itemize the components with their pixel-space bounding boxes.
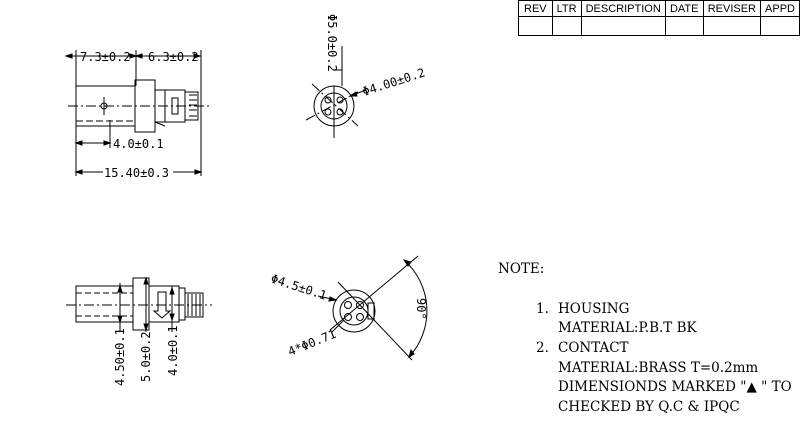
notes-block: NOTE: 1. HOUSING MATERIAL:P.B.T BK 2. CO… — [498, 261, 792, 415]
dim-total-length: 15.40±0.3 — [104, 166, 169, 180]
dim-top-right: 6.3±0.2 — [148, 50, 199, 64]
dim-rear-angle: 90° — [414, 298, 428, 320]
revision-table: REV LTR DESCRIPTION DATE REVISER APPD — [518, 0, 800, 36]
note-2-line: CHECKED BY Q.C & IPQC — [558, 399, 740, 415]
dim-bottom-h1: 4.50±0.1 — [113, 328, 127, 386]
top-front-view: Φ5.0±0.2 Φ4.00±0.2 — [305, 14, 427, 138]
rev-cell — [702, 16, 762, 36]
revision-row — [518, 16, 800, 36]
rev-header-appd: APPD — [760, 0, 800, 17]
dim-inner-length: 4.0±0.1 — [113, 137, 164, 151]
dim-front-outer-dia: Φ5.0±0.2 — [325, 14, 339, 72]
rev-cell — [580, 16, 666, 36]
top-side-view: 7.3±0.2 6.3±0.2 4.0±0.1 15.40±0.3 — [64, 50, 210, 180]
dim-top-left: 7.3±0.2 — [80, 50, 131, 64]
note-1-head: HOUSING — [558, 301, 629, 317]
rev-header-reviser: REVISER — [702, 0, 762, 17]
revision-header-row: REV LTR DESCRIPTION DATE REVISER APPD — [518, 0, 800, 17]
note-2-number: 2. — [536, 340, 549, 356]
bottom-side-view: 4.50±0.1 5.0±0.2 4.0±0.1 — [66, 276, 212, 386]
note-2-line: DIMENSIONDS MARKED "▲ " TO — [558, 379, 792, 395]
bottom-rear-view: 90° Φ4.5±0.1 4*Φ0.71 — [269, 255, 428, 361]
dim-front-pin-circle: Φ4.00±0.2 — [361, 65, 427, 98]
note-2-line: MATERIAL:BRASS T=0.2mm — [558, 360, 758, 376]
note-2-head: CONTACT — [558, 340, 629, 356]
dim-bottom-h3: 4.0±0.1 — [166, 325, 180, 376]
dim-rear-outer-dia: Φ4.5±0.1 — [269, 272, 328, 303]
note-1-number: 1. — [536, 301, 549, 317]
dim-rear-holes: 4*Φ0.71 — [286, 327, 338, 359]
notes-title: NOTE: — [498, 261, 544, 277]
rev-cell — [760, 16, 800, 36]
note-1-line: MATERIAL:P.B.T BK — [558, 320, 698, 336]
dim-bottom-h2: 5.0±0.2 — [139, 331, 153, 382]
